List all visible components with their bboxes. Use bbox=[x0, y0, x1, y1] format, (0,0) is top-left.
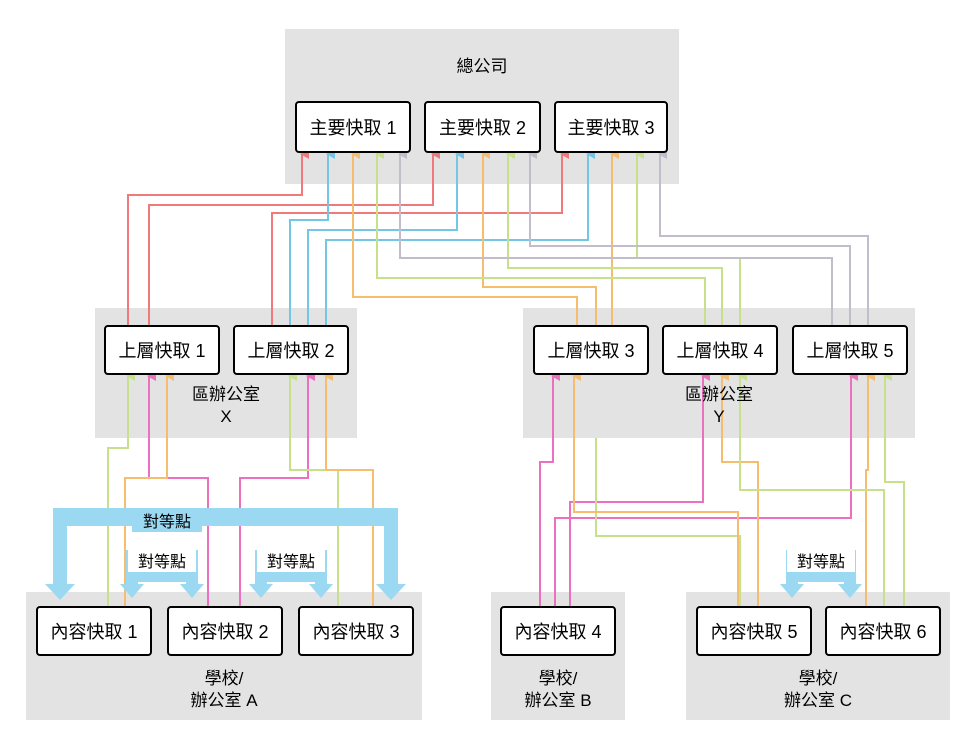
link-content6-upper5 bbox=[865, 371, 875, 606]
link-upper4-primary1 bbox=[375, 149, 706, 325]
link-upper2-primary2 bbox=[307, 149, 464, 325]
headquarters-label: 總公司 bbox=[456, 57, 508, 76]
link-content3-upper2-green bbox=[288, 371, 339, 606]
content-cache-5: 內容快取 5 bbox=[696, 606, 812, 656]
link-upper4-primary2 bbox=[506, 149, 723, 325]
link-school-b-green bbox=[595, 438, 741, 606]
primary-cache-1: 主要快取 1 bbox=[295, 101, 411, 153]
link-content4-upper3-pink2 bbox=[554, 371, 858, 606]
upper-cache-2: 上層快取 2 bbox=[233, 325, 349, 375]
primary-cache-3: 主要快取 3 bbox=[554, 101, 668, 153]
link-content2-upper1 bbox=[147, 371, 209, 606]
link-content2-upper2 bbox=[239, 371, 315, 606]
content-cache-4: 內容快取 4 bbox=[500, 606, 616, 656]
link-content1-upper1 bbox=[107, 371, 135, 606]
link-upper2-primary3b bbox=[325, 149, 595, 325]
link-upper3-primary1 bbox=[351, 149, 578, 325]
link-upper2-primary1 bbox=[289, 149, 335, 325]
link-upper1-primary2 bbox=[148, 149, 440, 325]
peer-label-c: 對等點 bbox=[787, 548, 855, 572]
link-content6-upper4 bbox=[738, 371, 885, 606]
link-upper4-primary3 bbox=[635, 149, 741, 325]
link-content4-upper3 bbox=[539, 371, 560, 606]
school-office-a-label: 學校/ 辦公室 A bbox=[190, 669, 258, 710]
link-upper3-primary2 bbox=[481, 149, 597, 325]
upper-cache-5: 上層快取 5 bbox=[792, 325, 908, 375]
link-upper1-primary1 bbox=[127, 149, 309, 325]
regional-office-y-label: 區辦公室 Y bbox=[685, 385, 753, 426]
peer-label-inner-a1: 對等點 bbox=[128, 548, 196, 572]
upper-cache-1: 上層快取 1 bbox=[104, 325, 220, 375]
upper-cache-4: 上層快取 4 bbox=[662, 325, 778, 375]
peer-label-inner-a2: 對等點 bbox=[257, 548, 325, 572]
regional-office-x-label: 區辦公室 X bbox=[192, 385, 260, 426]
link-content6-upper5-green bbox=[883, 371, 905, 606]
link-upper2-primary3 bbox=[271, 149, 569, 325]
link-content1-upper1-orange bbox=[124, 371, 174, 606]
peer-label-outer-a: 對等點 bbox=[132, 508, 202, 532]
school-office-b-label: 學校/ 辦公室 B bbox=[524, 669, 592, 710]
content-cache-3: 內容快取 3 bbox=[298, 606, 414, 656]
link-upper5-primary3 bbox=[658, 149, 869, 325]
content-cache-2: 內容快取 2 bbox=[167, 606, 283, 656]
content-cache-1: 內容快取 1 bbox=[36, 606, 152, 656]
link-content3-upper2 bbox=[324, 371, 374, 606]
school-office-c-label: 學校/ 辦公室 C bbox=[784, 669, 852, 710]
link-upper5-primary2 bbox=[528, 149, 851, 325]
link-content5-upper4 bbox=[573, 438, 739, 606]
content-cache-6: 內容快取 6 bbox=[825, 606, 941, 656]
primary-cache-2: 主要快取 2 bbox=[424, 101, 541, 153]
link-upper5-primary1 bbox=[398, 149, 833, 325]
link-content4-upper4 bbox=[569, 371, 710, 606]
upper-cache-3: 上層快取 3 bbox=[533, 325, 649, 375]
